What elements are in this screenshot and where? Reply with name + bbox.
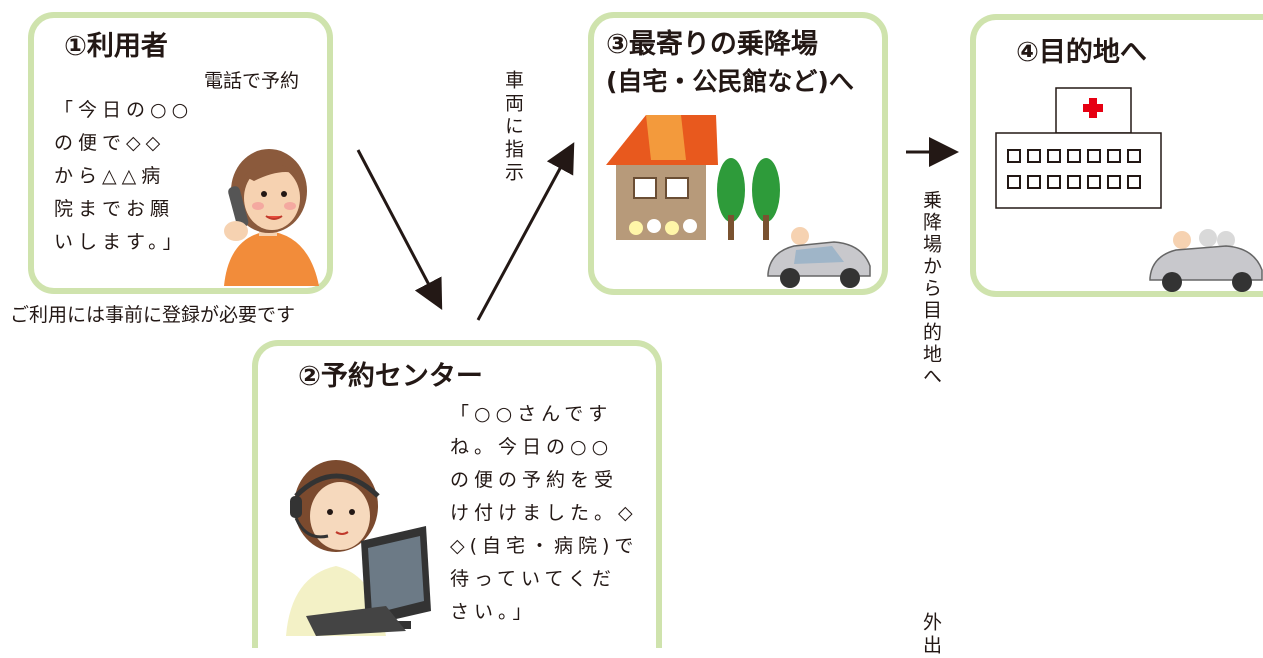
center-speech-line: の便の予約を受 — [450, 469, 619, 491]
center-speech-line: ◇(自宅・病院)で — [450, 535, 639, 557]
user-speech-line: の便で◇◇ — [54, 132, 166, 154]
step1-box: ①利用者 電話で予約 「今日の○○ の便で◇◇ から△△病 院までお願 いします… — [28, 12, 333, 294]
center-speech: 「○○さんです ね。今日の○○ の便の予約を受 け付けました。◇ ◇(自宅・病院… — [450, 398, 638, 629]
car-with-passengers-illustration — [1149, 229, 1263, 292]
user-speech: 「今日の○○ の便で◇◇ から△△病 院までお願 いします。」 — [54, 94, 193, 259]
user-speech-line: から△△病 — [54, 165, 166, 187]
car-illustration — [767, 227, 871, 288]
center-speech-line: 「○○さんです — [450, 403, 613, 425]
operator-illustration — [286, 460, 431, 636]
woman-on-phone-illustration — [224, 149, 319, 286]
vehicle-instruction-label: 車両に指示 — [502, 70, 524, 185]
registration-note: ご利用には事前に登録が必要です — [10, 304, 296, 326]
user-speech-line: 「今日の○○ — [54, 99, 194, 121]
call-label: 電話で予約 — [204, 70, 300, 92]
center-speech-line: け付けました。◇ — [450, 502, 638, 524]
stop-to-destination-label: 乗降場から目的地へ — [920, 190, 942, 388]
step4-box: ④目的地へ — [970, 14, 1263, 297]
step2-box: ②予約センター 「○○さんです ね。今日の○○ の便の予約を受 け付けました。◇… — [252, 340, 662, 648]
user-speech-line: いします。」 — [54, 231, 187, 253]
center-speech-line: ね。今日の○○ — [450, 436, 614, 458]
hospital-illustration — [995, 87, 1162, 209]
step2-title: ②予約センター — [298, 361, 483, 392]
user-speech-line: 院までお願 — [54, 198, 175, 220]
step3-title-line1: ③最寄りの乗降場 — [606, 29, 818, 60]
arrow-user-to-center — [356, 149, 443, 310]
step4-title: ④目的地へ — [1016, 37, 1147, 68]
bottom-cut-label: 外出 — [920, 612, 942, 658]
step1-title: ①利用者 — [64, 31, 168, 62]
step3-title-line2: (自宅・公民館など)へ — [606, 67, 854, 96]
step3-box: ③最寄りの乗降場 (自宅・公民館など)へ — [588, 12, 888, 295]
center-speech-line: さい。」 — [450, 601, 537, 623]
center-speech-line: 待っていてくだ — [450, 568, 616, 590]
house-illustration — [606, 115, 780, 240]
